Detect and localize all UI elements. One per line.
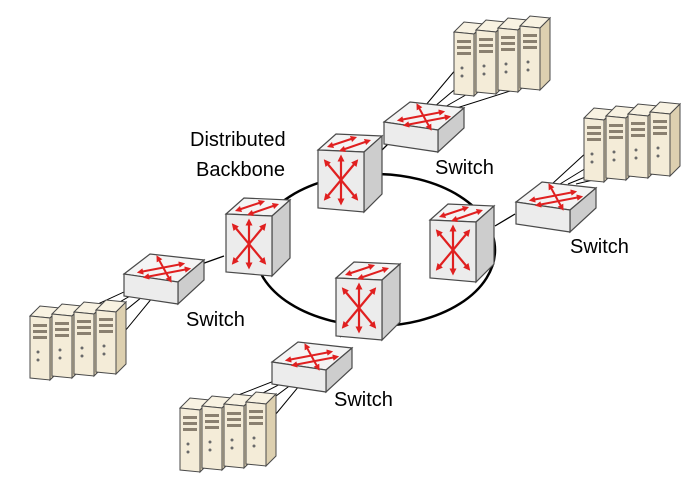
server-group-left xyxy=(30,300,126,380)
server-group-bottom xyxy=(180,392,276,472)
backbone-router-top xyxy=(318,134,382,212)
backbone-router-bottom xyxy=(336,262,400,340)
switch-left-icon xyxy=(124,254,204,304)
switch-label-right: Switch xyxy=(570,236,629,258)
switch-label-top-right: Switch xyxy=(435,157,494,179)
backbone-router-right xyxy=(430,204,494,282)
server-group-right xyxy=(584,102,680,182)
backbone-label-line1: Distributed xyxy=(190,129,286,151)
backbone-label-line2: Backbone xyxy=(196,159,285,181)
switch-top-right-icon xyxy=(384,102,464,152)
switch-label-left: Switch xyxy=(186,309,245,331)
server-group-top-right xyxy=(454,16,550,96)
switch-label-bottom: Switch xyxy=(334,389,393,411)
switch-right-icon xyxy=(516,182,596,232)
backbone-router-left xyxy=(226,198,290,276)
switch-bottom-icon xyxy=(272,342,352,392)
